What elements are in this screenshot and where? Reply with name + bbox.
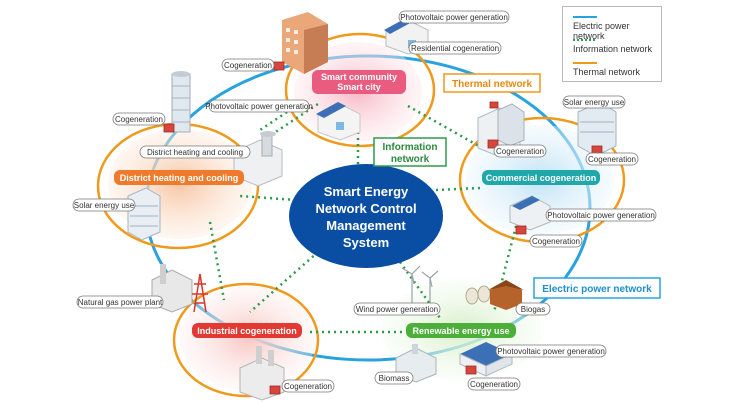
tag-pv-right: Photovoltaic power generation — [547, 211, 655, 220]
tag-biogas: Biogas — [521, 305, 545, 314]
center-line-1: Smart Energy — [324, 184, 409, 199]
control-system-ellipse — [289, 164, 443, 268]
tag-cogen-comm-right: Cogeneration — [588, 155, 636, 164]
tag-cogen-top-left: Cogeneration — [224, 61, 272, 70]
solar-building-right-icon — [577, 101, 617, 157]
callout-thermal-network: Thermal network — [443, 73, 541, 93]
svg-text:Electric power network: Electric power network — [542, 284, 652, 295]
tag-solar-right: Solar energy use — [564, 98, 625, 107]
commercial-pv-icon — [509, 195, 551, 231]
svg-text:Smart community: Smart community — [321, 72, 397, 82]
legend-swatches — [573, 16, 597, 64]
hub-commercial-cogeneration: Commercial cogeneration — [482, 170, 600, 185]
hub-industrial-cogeneration: Industrial cogeneration — [192, 323, 302, 338]
center-line-4: System — [343, 235, 389, 250]
tag-district-bldg: District heating and cooling — [147, 148, 243, 157]
center-line-3: Management — [326, 218, 406, 233]
tag-texts: Photovoltaic power generation Residentia… — [74, 13, 655, 391]
thermal-ring-smart-community — [284, 32, 436, 148]
transmission-tower-icon — [192, 273, 208, 313]
tag-cogen-left: Cogeneration — [115, 115, 163, 124]
biogas-icon — [465, 280, 524, 310]
svg-text:network: network — [391, 154, 430, 165]
svg-text:Commercial cogeneration: Commercial cogeneration — [486, 173, 597, 183]
smart-house-icon — [316, 102, 361, 141]
tag-cogen-right-mid: Cogeneration — [532, 237, 580, 246]
svg-text:Industrial cogeneration: Industrial cogeneration — [197, 326, 297, 336]
tag-cogen-comm-top: Cogeneration — [496, 147, 544, 156]
tag-pv-bottom: Photovoltaic power generation — [497, 347, 605, 356]
thermal-ring-industrial — [172, 282, 320, 398]
tower-icon — [171, 71, 191, 133]
callout-information-network: Information network — [373, 137, 447, 167]
svg-text:Thermal network: Thermal network — [452, 79, 532, 90]
hub-smart-community: Smart community Smart city — [312, 70, 406, 94]
tag-cogen-ind: Cogeneration — [284, 382, 332, 391]
tag-pv-top: Photovoltaic power generation — [400, 13, 508, 22]
cogeneration-unit-icon — [163, 61, 603, 395]
wind-turbine-icon — [401, 265, 439, 306]
svg-text:District heating and cooling: District heating and cooling — [120, 173, 239, 183]
svg-text:Renewable energy use: Renewable energy use — [412, 326, 509, 336]
callout-electric-network: Electric power network — [533, 277, 661, 299]
hub-district-heating: District heating and cooling — [114, 170, 244, 185]
tag-wind: Wind power generation — [356, 305, 438, 314]
tag-pills — [72, 10, 657, 393]
tag-residential-cogen: Residential cogeneration — [411, 44, 499, 53]
svg-text:Information: Information — [383, 142, 438, 153]
tag-cogen-bottom: Cogeneration — [470, 380, 518, 389]
tag-biomass: Biomass — [379, 374, 410, 383]
legend-information: Information network — [573, 44, 653, 54]
tag-natural-gas: Natural gas power plant — [78, 298, 163, 307]
apartment-building-icon — [282, 12, 328, 74]
hub-renewable-energy: Renewable energy use — [406, 323, 516, 338]
legend-electric: Electric power network — [573, 21, 630, 41]
legend-thermal: Thermal network — [573, 67, 641, 77]
tag-pv-mid: Photovoltaic power generation — [205, 102, 313, 111]
center-line-2: Network Control — [315, 201, 416, 216]
solar-building-left-icon — [127, 187, 161, 241]
legend: Electric power network Information netwo… — [562, 6, 662, 82]
svg-text:Smart city: Smart city — [337, 82, 381, 92]
tag-solar-left: Solar energy use — [74, 201, 135, 210]
